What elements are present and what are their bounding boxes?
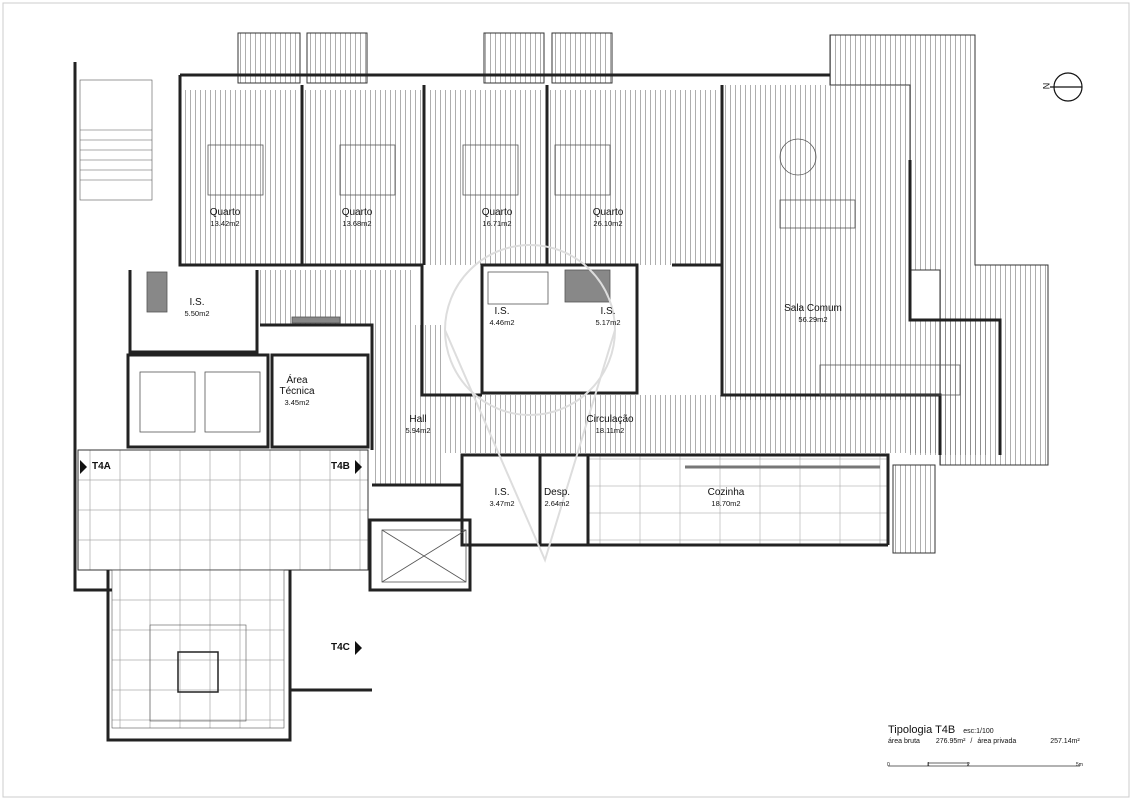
unit-arrows <box>80 460 362 655</box>
room-area: 56.29m2 <box>798 315 828 324</box>
watermark <box>444 244 616 563</box>
unit-tag-t4c: T4C <box>331 642 350 653</box>
floor-hatch <box>182 85 990 485</box>
private-area-value: 257.14m² <box>1050 738 1080 745</box>
room-area: 18.70m2 <box>711 499 741 508</box>
room-name: Quarto <box>481 207 513 218</box>
scale-tick: 0 <box>887 762 890 768</box>
walls <box>73 62 1002 742</box>
room-area: 2.64m2 <box>544 499 570 508</box>
room-area: 3.47m2 <box>489 499 515 508</box>
legend-title: Tipologia T4B <box>888 724 956 736</box>
room-area: 16.71m2 <box>482 219 512 228</box>
separator: / <box>970 738 973 745</box>
room-label-is-4: I.S.3.47m2 <box>489 487 514 509</box>
room-name: I.S. <box>494 306 510 317</box>
room-name: I.S. <box>494 487 510 498</box>
common-corridor <box>77 449 369 571</box>
room-name: I.S. <box>189 297 205 308</box>
unit-tag-t4a: T4A <box>92 461 111 472</box>
room-name: Quarto <box>592 207 624 218</box>
north-label: N <box>1041 82 1052 90</box>
furniture <box>139 138 961 583</box>
room-label-is-3: I.S.5.17m2 <box>595 306 620 328</box>
legend: Tipologia T4B esc:1/100 área bruta 276.95… <box>888 724 1080 745</box>
room-label-is-2: I.S.4.46m2 <box>489 306 514 328</box>
room-name: Desp. <box>543 487 571 498</box>
room-area: 5.17m2 <box>595 318 621 327</box>
room-name: Circulação <box>586 414 634 425</box>
room-name: Quarto <box>209 207 241 218</box>
stairs <box>79 79 285 729</box>
room-area: 13.68m2 <box>342 219 372 228</box>
room-name: Cozinha <box>707 487 745 498</box>
room-label-desp: Desp.2.64m2 <box>544 487 570 509</box>
scale-tick: 5m <box>1076 762 1083 768</box>
scale-bar <box>888 762 1080 767</box>
room-area: 5.50m2 <box>184 309 210 318</box>
legend-scale: esc:1/100 <box>963 728 994 735</box>
room-area: 18.11m2 <box>595 426 625 435</box>
room-area: 3.45m2 <box>284 398 310 407</box>
scale-tick: 1 <box>927 762 930 768</box>
room-area: 5.94m2 <box>405 426 431 435</box>
gross-area-label: área bruta <box>888 738 920 745</box>
room-name: Área Técnica <box>279 375 315 397</box>
room-name: Hall <box>409 414 427 425</box>
room-name: I.S. <box>600 306 616 317</box>
room-label-is-1: I.S.5.50m2 <box>184 297 209 319</box>
unit-tag-t4b: T4B <box>331 461 350 472</box>
room-area: 13.42m2 <box>210 219 240 228</box>
private-area-label: área privada <box>977 738 1017 745</box>
room-area: 4.46m2 <box>489 318 515 327</box>
gross-area-value: 276.95m² <box>935 738 966 745</box>
north-arrow-icon <box>1050 72 1083 102</box>
room-name: Quarto <box>341 207 373 218</box>
scale-tick: 2 <box>967 762 970 768</box>
room-area: 26.10m2 <box>593 219 623 228</box>
room-name: Sala Comum <box>784 303 842 314</box>
